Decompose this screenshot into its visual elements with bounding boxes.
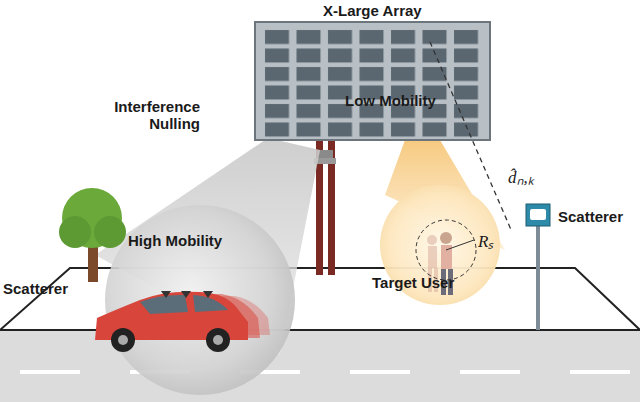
array-title: X-Large Array	[323, 2, 422, 19]
region-label: High Mobility	[128, 232, 222, 249]
beam-label: Interference Nulling	[100, 98, 200, 133]
user-label: Target User	[372, 274, 454, 291]
distance-symbol: d̂ₙ,ₖ	[508, 168, 534, 188]
scatterer-label: Scatterer	[558, 208, 623, 225]
radius-symbol: Rₛ	[478, 232, 493, 252]
beam-label: Low Mobility	[345, 92, 436, 109]
scatterer-label: Scatterer	[3, 280, 68, 297]
